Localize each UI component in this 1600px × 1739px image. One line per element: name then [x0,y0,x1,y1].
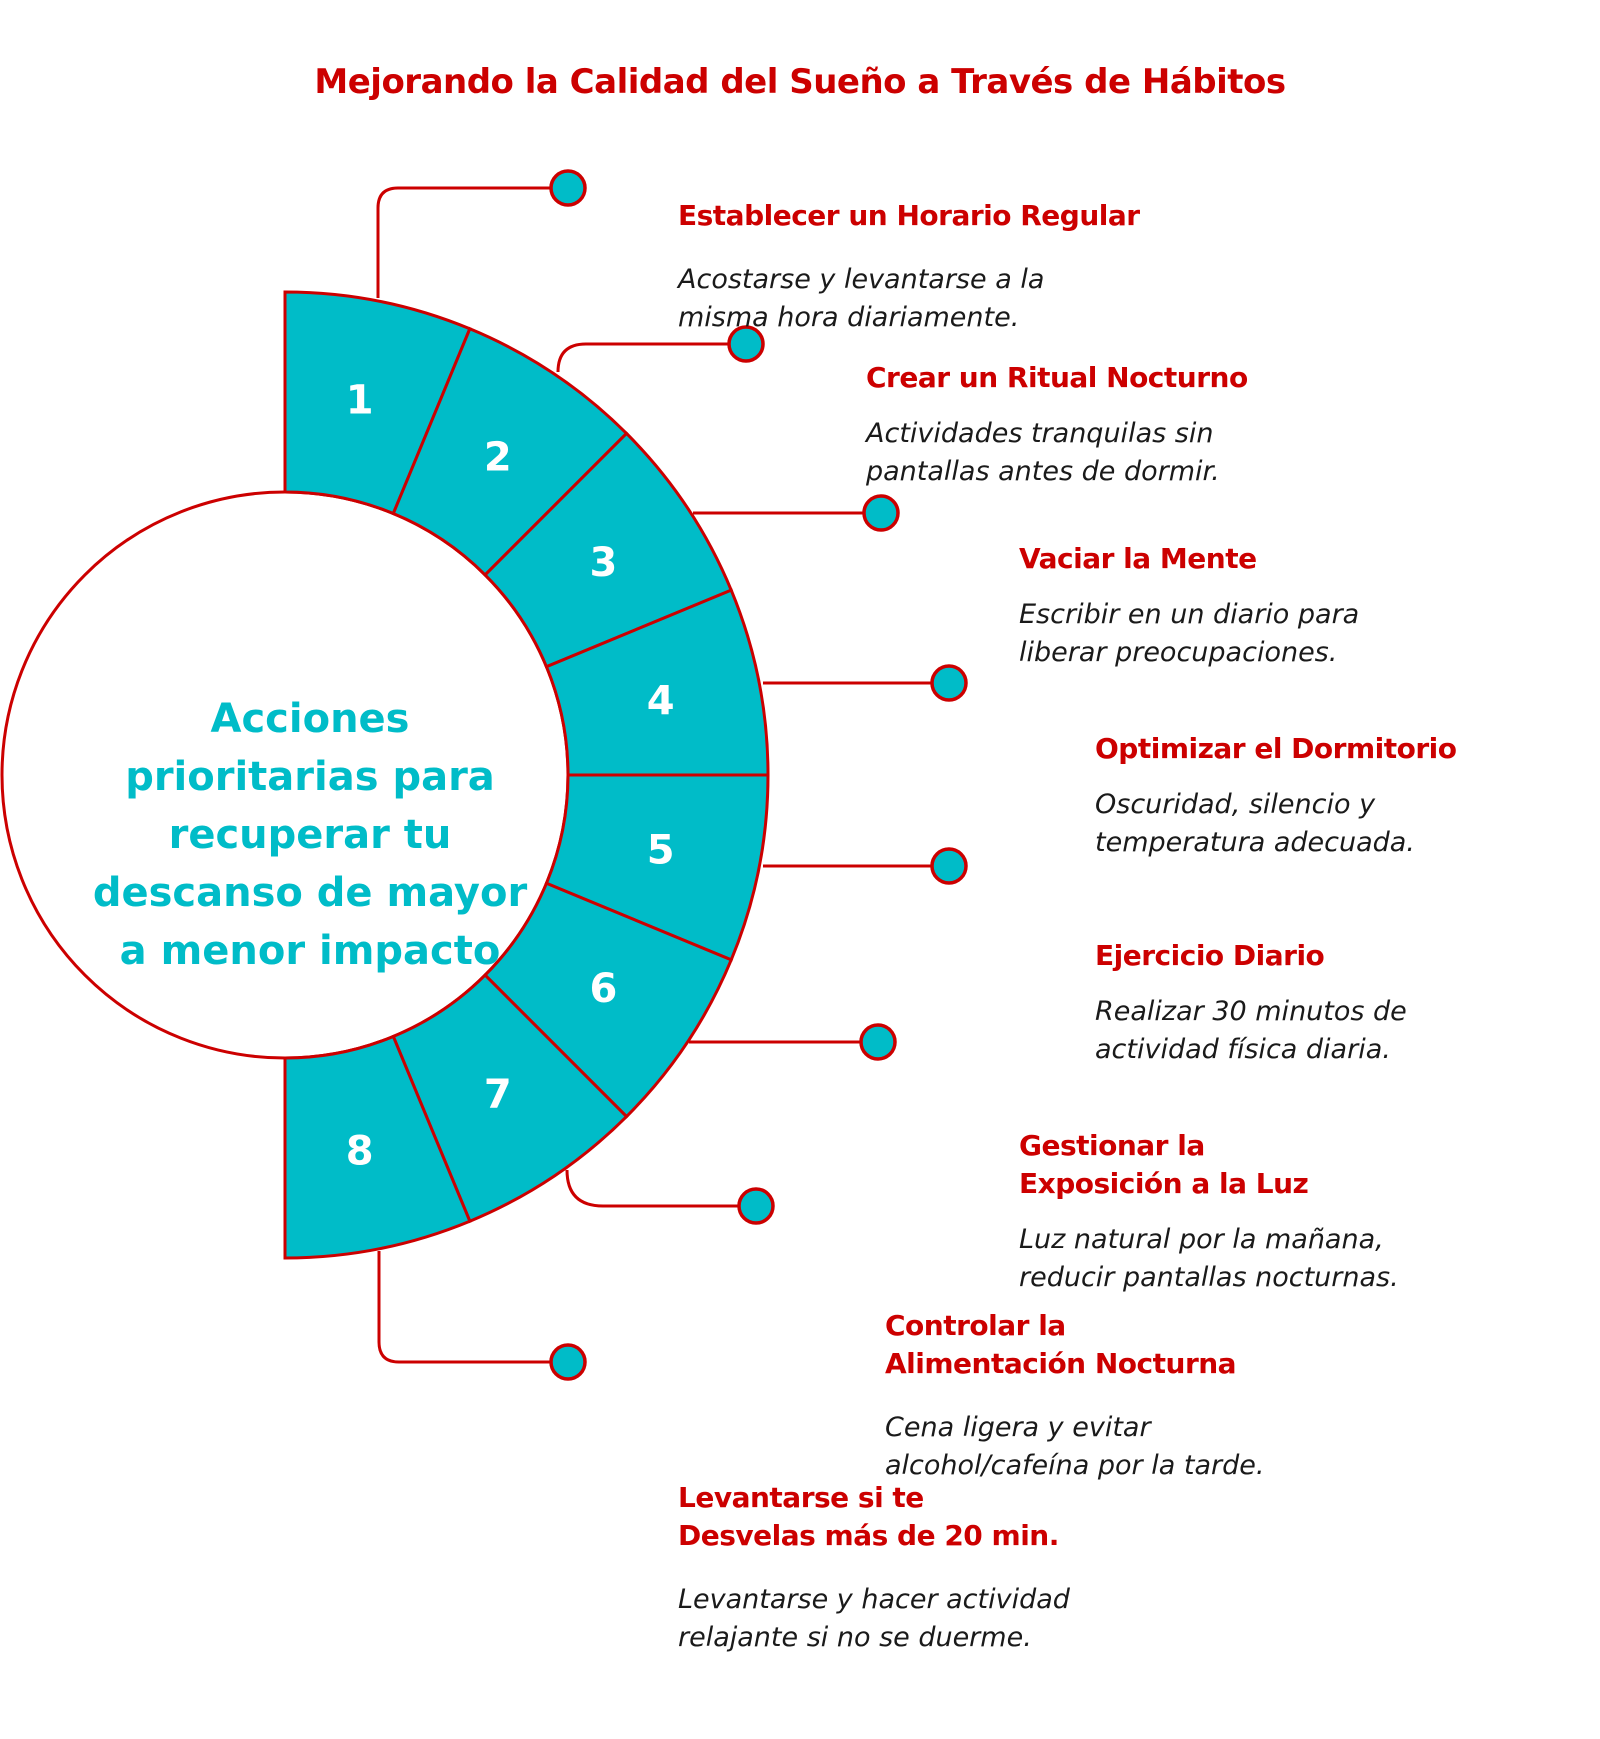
action-title-line: Optimizar el Dormitorio [1095,732,1457,765]
center-heading-line: Acciones [210,696,410,742]
connector-dot-7 [737,1187,775,1225]
description-line: Luz natural por la mañana, [1019,1224,1384,1255]
ring-segment-8 [283,1034,472,1260]
description-line: reducir pantallas nocturnas. [1019,1262,1399,1293]
connector-dot-3 [862,494,900,532]
action-description: Acostarse y levantarse a la misma hora di… [678,261,1140,337]
description-line: Actividades tranquilas sin [866,418,1214,449]
segment-number: 7 [484,1071,512,1117]
action-item-6: Gestionar la Exposición a la Luz Luz natu… [1019,1127,1399,1297]
center-heading: Acciones prioritarias para recuperar tu … [40,690,580,980]
action-item-2: Crear un Ritual Nocturno Actividades tra… [866,359,1248,491]
description-line: alcohol/cafeína por la tarde. [885,1450,1265,1481]
action-description: Luz natural por la mañana, reducir pantal… [1019,1221,1399,1297]
action-item-4: Optimizar el Dormitorio Oscuridad, silen… [1095,730,1457,862]
action-title: Crear un Ritual Nocturno [866,359,1248,397]
description-line: misma hora diariamente. [678,302,1020,333]
action-title-line: Desvelas más de 20 min. [678,1519,1059,1552]
action-description: Levantarse y hacer actividad relajante si… [678,1581,1070,1657]
action-title-line: Crear un Ritual Nocturno [866,361,1248,394]
action-item-7: Controlar la Alimentación Nocturna Cena l… [885,1307,1264,1485]
action-title-line: Controlar la [885,1309,1066,1342]
description-line: Realizar 30 minutos de [1095,996,1407,1027]
description-line: pantallas antes de dormir. [866,456,1220,487]
connector-dot-8 [549,1343,587,1381]
description-line: liberar preocupaciones. [1019,637,1338,668]
connector-dots [549,169,968,1381]
action-description: Escribir en un diario para liberar preocu… [1019,596,1359,672]
center-heading-line: prioritarias para [125,754,495,800]
segment-number: 2 [484,435,512,481]
action-title: Gestionar la Exposición a la Luz [1019,1127,1399,1203]
action-title-line: Vaciar la Mente [1019,542,1257,575]
action-title-line: Gestionar la [1019,1129,1205,1162]
description-line: temperatura adecuada. [1095,827,1415,858]
center-heading-line: a menor impacto [119,928,501,974]
connector-dot-4 [930,664,968,702]
segment-number: 6 [590,966,618,1012]
action-title-line: Alimentación Nocturna [885,1347,1237,1380]
segment-number: 4 [647,678,675,724]
segment-number: 5 [647,828,675,874]
segment-number: 1 [346,377,374,423]
action-description: Actividades tranquilas sin pantallas ante… [866,415,1248,491]
infographic-title: Mejorando la Calidad del Sueño a Través … [314,62,1286,102]
description-line: actividad física diaria. [1095,1034,1391,1065]
center-heading-line: recuperar tu [168,812,452,858]
description-line: Acostarse y levantarse a la [678,264,1045,295]
center-heading-line: descanso de mayor [92,870,528,916]
action-title: Ejercicio Diario [1095,937,1407,975]
action-item-1: Establecer un Horario Regular Acostarse … [678,197,1140,337]
action-description: Realizar 30 minutos de actividad física d… [1095,993,1407,1069]
connector-line-8 [377,1251,568,1364]
action-title-line: Establecer un Horario Regular [678,199,1140,232]
action-title-line: Ejercicio Diario [1095,939,1325,972]
action-item-3: Vaciar la Mente Escribir en un diario pa… [1019,540,1359,672]
description-line: Levantarse y hacer actividad [678,1584,1070,1615]
connector-dot-1 [549,169,587,207]
connector-line-2 [556,342,746,373]
connector-line-1 [376,186,568,298]
action-title: Establecer un Horario Regular [678,197,1140,235]
connector-dot-2 [727,325,765,363]
action-title: Levantarse si te Desvelas más de 20 min. [678,1479,1070,1555]
action-title: Optimizar el Dormitorio [1095,730,1457,768]
description-line: relajante si no se duerme. [678,1622,1032,1653]
description-line: Oscuridad, silencio y [1095,789,1376,820]
action-description: Cena ligera y evitar alcohol/cafeína por … [885,1409,1264,1485]
ring-segments: 1 2 3 4 5 6 7 8 [283,290,770,1260]
action-item-5: Ejercicio Diario Realizar 30 minutos de a… [1095,937,1407,1069]
segment-number: 8 [346,1129,374,1175]
connector-dot-5 [930,847,968,885]
connectors [376,186,949,1364]
segment-number: 3 [590,540,618,586]
action-description: Oscuridad, silencio y temperatura adecuad… [1095,786,1457,862]
description-line: Escribir en un diario para [1019,599,1360,630]
description-line: Cena ligera y evitar [885,1412,1151,1443]
action-title-line: Levantarse si te [678,1481,924,1514]
action-title: Controlar la Alimentación Nocturna [885,1307,1264,1383]
connector-dot-6 [859,1023,897,1061]
action-title: Vaciar la Mente [1019,540,1359,578]
action-title-line: Exposición a la Luz [1019,1167,1309,1200]
connector-line-7 [565,1169,756,1208]
